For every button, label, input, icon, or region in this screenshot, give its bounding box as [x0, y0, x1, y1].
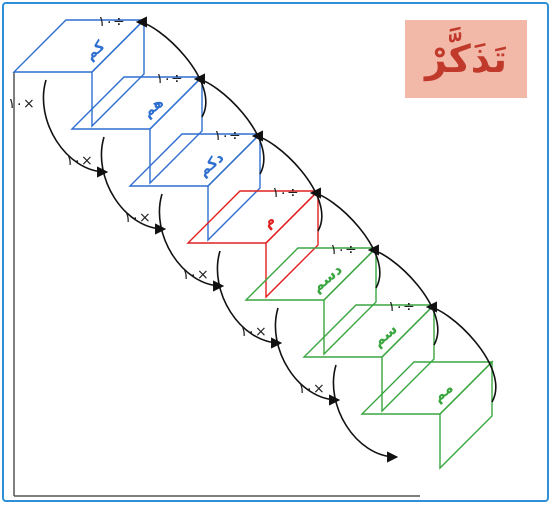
divide-label: ١٠÷ — [272, 185, 299, 201]
multiply-arrow — [42, 79, 109, 178]
divide-arrow — [251, 130, 323, 232]
step-label: سم — [369, 320, 401, 351]
step-label: دسم — [308, 260, 346, 296]
multiply-arrow — [332, 364, 399, 463]
step-riser — [207, 132, 261, 242]
divide-label: ١٠÷ — [98, 14, 125, 30]
multiply-label: ١٠× — [66, 153, 93, 169]
remember-badge: تَذَكَّرْ — [405, 20, 527, 98]
divide-label: ١٠÷ — [388, 299, 415, 315]
step-riser — [323, 246, 377, 356]
multiply-label: ١٠× — [240, 324, 267, 340]
divide-label: ١٠÷ — [156, 71, 183, 87]
step-label: م — [259, 211, 279, 232]
multiply-arrow — [100, 136, 167, 235]
divide-label: ١٠÷ — [330, 242, 357, 258]
multiply-label: ١٠× — [124, 210, 151, 226]
divide-arrow — [309, 187, 381, 289]
divide-arrow — [425, 301, 497, 403]
multiply-arrow — [274, 307, 341, 406]
divide-arrow — [367, 244, 439, 346]
step-riser — [265, 189, 319, 299]
divide-label: ١٠÷ — [214, 128, 241, 144]
step-riser — [439, 360, 493, 470]
step-label: دكم — [194, 148, 227, 180]
multiply-label: ١٠× — [8, 96, 35, 112]
multiply-label: ١٠× — [182, 267, 209, 283]
step-riser — [381, 303, 435, 413]
multiply-arrow — [216, 250, 283, 349]
badge-title: تَذَكَّرْ — [425, 37, 507, 81]
divide-arrow — [135, 16, 207, 118]
multiply-arrow — [158, 193, 225, 292]
step-riser — [149, 75, 203, 185]
multiply-label: ١٠× — [298, 381, 325, 397]
step-riser — [91, 18, 145, 128]
divide-arrow — [193, 73, 265, 175]
